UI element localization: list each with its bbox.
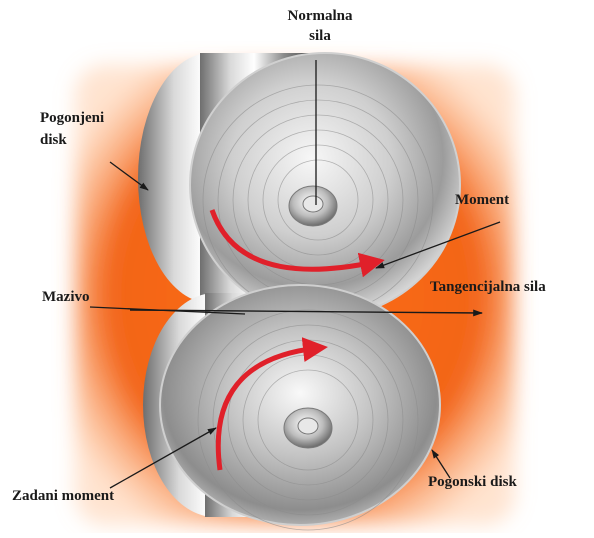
lubricant-label: Mazivo bbox=[42, 287, 89, 307]
normal-force-label-line2: sila bbox=[275, 26, 365, 46]
moment-label: Moment bbox=[455, 190, 509, 210]
driven-disk-label-line2: disk bbox=[40, 130, 67, 150]
tangential-force-label: Tangencijalna sila bbox=[430, 277, 546, 297]
applied-moment-label: Zadani moment bbox=[12, 486, 114, 506]
driven-disk-label-line1: Pogonjeni bbox=[40, 108, 104, 128]
normal-force-label-line1: Normalna bbox=[275, 6, 365, 26]
driven-disk bbox=[138, 53, 460, 317]
driving-disk-label: Pogonski disk bbox=[428, 472, 517, 492]
driving-disk bbox=[143, 285, 440, 530]
